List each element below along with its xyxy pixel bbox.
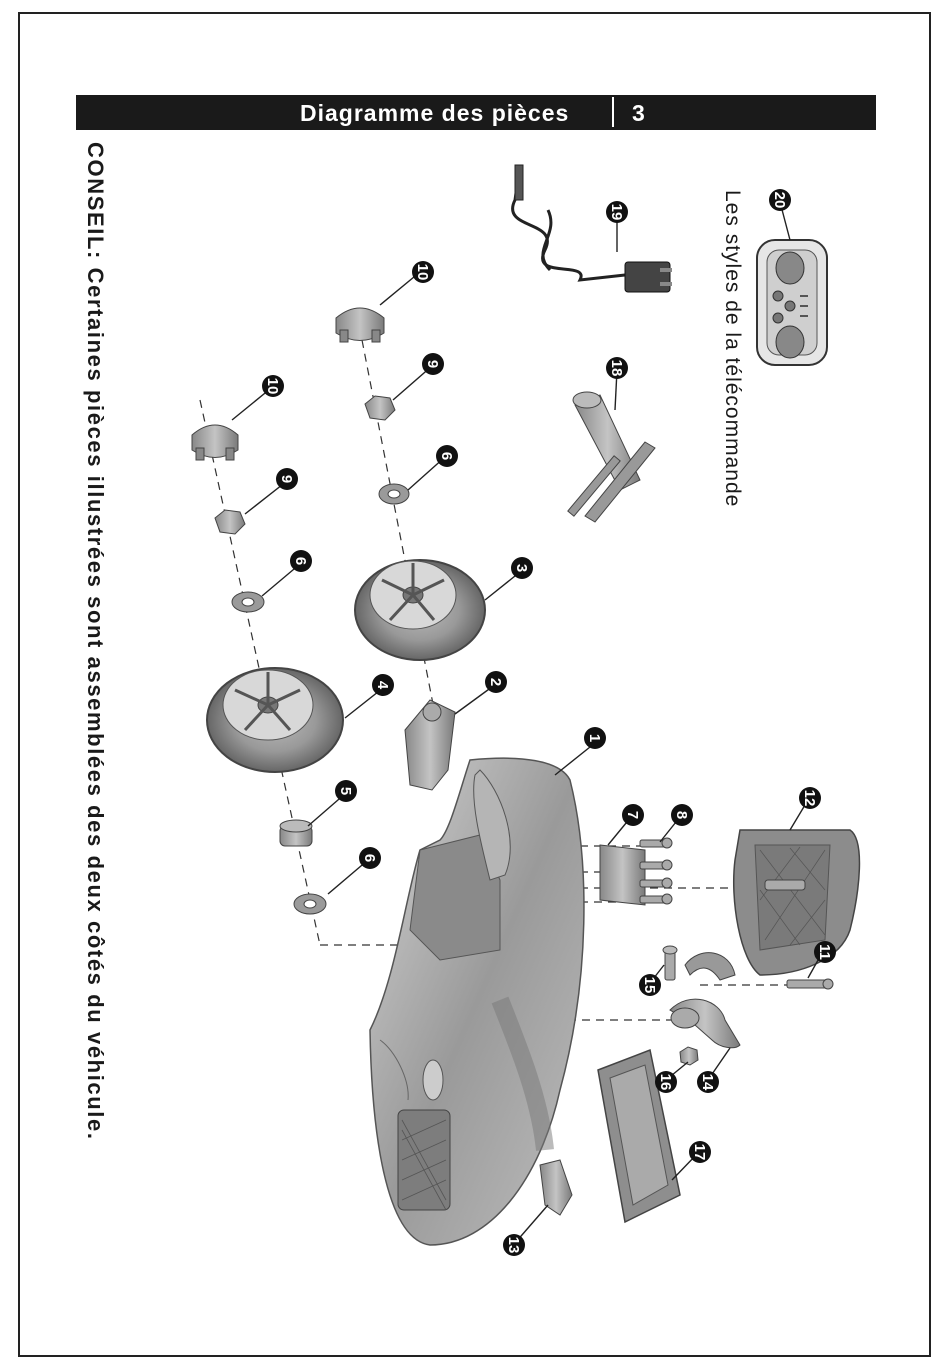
svg-text:16: 16 xyxy=(657,1074,674,1091)
callout-9b: 9 xyxy=(422,353,444,375)
hub-cap-10b xyxy=(336,308,384,342)
gearbox-2 xyxy=(405,700,455,790)
svg-text:3: 3 xyxy=(513,564,530,572)
callout-18: 18 xyxy=(606,357,628,379)
callout-20: 20 xyxy=(769,189,791,211)
svg-text:6: 6 xyxy=(438,452,455,460)
svg-text:1: 1 xyxy=(586,734,603,742)
svg-text:19: 19 xyxy=(608,204,625,221)
callout-4: 4 xyxy=(372,674,394,696)
wrench-18 xyxy=(568,392,655,522)
callout-8: 8 xyxy=(671,804,693,826)
svg-text:4: 4 xyxy=(374,681,391,690)
mirror-13 xyxy=(540,1160,572,1215)
svg-text:9: 9 xyxy=(278,475,295,483)
svg-text:10: 10 xyxy=(264,378,281,395)
callout-10b: 10 xyxy=(412,261,434,283)
svg-text:15: 15 xyxy=(641,977,658,994)
wheel-4 xyxy=(207,668,343,772)
bushing-5 xyxy=(280,820,312,846)
svg-text:12: 12 xyxy=(801,790,818,807)
svg-text:2: 2 xyxy=(487,678,504,686)
callout-13: 13 xyxy=(503,1234,525,1256)
callout-1: 1 xyxy=(584,727,606,749)
nut-9b xyxy=(365,396,395,420)
svg-text:10: 10 xyxy=(414,264,431,281)
svg-text:11: 11 xyxy=(816,944,833,960)
svg-text:9: 9 xyxy=(424,360,441,368)
callout-16: 16 xyxy=(655,1071,677,1093)
callout-14: 14 xyxy=(697,1071,719,1093)
svg-text:6: 6 xyxy=(361,854,378,862)
svg-text:6: 6 xyxy=(292,557,309,565)
svg-text:8: 8 xyxy=(673,811,690,819)
svg-text:17: 17 xyxy=(691,1144,708,1161)
svg-text:13: 13 xyxy=(505,1237,522,1254)
callout-17: 17 xyxy=(689,1141,711,1163)
callout-11: 11 xyxy=(814,941,836,963)
callout-7: 7 xyxy=(622,804,644,826)
callout-2: 2 xyxy=(485,671,507,693)
seat-12 xyxy=(734,830,860,975)
svg-text:14: 14 xyxy=(699,1074,716,1091)
svg-text:5: 5 xyxy=(337,787,354,795)
nut-16 xyxy=(680,1047,698,1065)
hub-cap-10a xyxy=(192,425,238,460)
callout-6c: 6 xyxy=(436,445,458,467)
charger-19 xyxy=(513,165,672,292)
svg-text:7: 7 xyxy=(624,811,641,819)
screw-15 xyxy=(663,946,677,980)
svg-text:18: 18 xyxy=(608,360,625,377)
callout-9a: 9 xyxy=(276,468,298,490)
seat-bracket-7 xyxy=(600,845,645,905)
callout-5: 5 xyxy=(335,780,357,802)
steering-14 xyxy=(670,953,740,1048)
remote-20 xyxy=(757,240,827,365)
callout-19: 19 xyxy=(606,201,628,223)
wheel-3 xyxy=(355,560,485,660)
svg-text:20: 20 xyxy=(771,192,788,209)
callout-6b: 6 xyxy=(290,550,312,572)
callout-15: 15 xyxy=(639,974,661,996)
bolt-11 xyxy=(787,979,833,989)
callout-12: 12 xyxy=(799,787,821,809)
nut-9a xyxy=(215,510,245,534)
callout-3: 3 xyxy=(511,557,533,579)
callout-6a: 6 xyxy=(359,847,381,869)
callout-10a: 10 xyxy=(262,375,284,397)
